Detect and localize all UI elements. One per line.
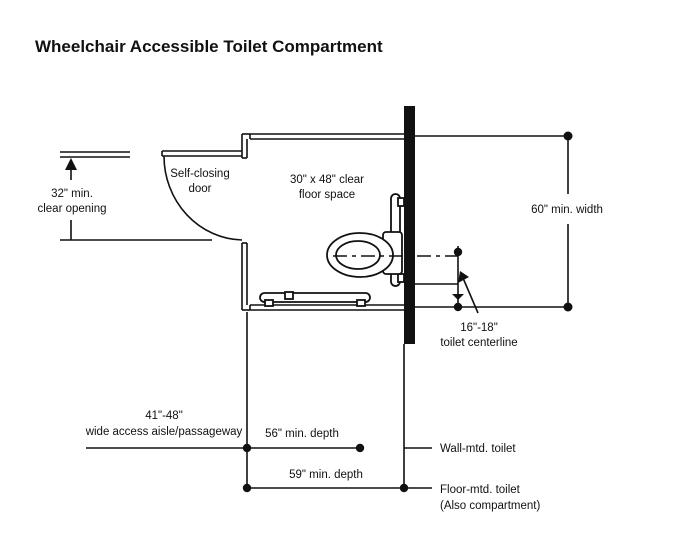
depth-59-label: 59" min. depth — [289, 469, 363, 481]
diagram-title: Wheelchair Accessible Toilet Compartment — [35, 37, 383, 56]
floor-toilet-label-1: Floor-mtd. toilet — [440, 484, 521, 496]
back-wall — [404, 106, 415, 344]
floor-toilet-label-2: (Also compartment) — [440, 500, 541, 512]
floor-space-label-1: 30" x 48" clear — [290, 174, 364, 186]
clear-opening-dimension — [60, 151, 212, 241]
aisle-label-1: 41"-48" — [145, 410, 183, 422]
door-label-2: door — [188, 183, 211, 195]
toilet — [326, 231, 403, 278]
depth-dimensions — [86, 312, 432, 493]
wall-toilet-label: Wall-mtd. toilet — [440, 443, 516, 455]
clear-opening-label-2: clear opening — [37, 203, 106, 215]
side-grab-bar — [259, 291, 371, 307]
door-label-1: Self-closing — [170, 168, 229, 180]
floor-space-label-2: floor space — [299, 189, 355, 201]
centerline-label-2: toilet centerline — [440, 337, 517, 349]
min-width-label: 60" min. width — [531, 204, 603, 216]
depth-56-label: 56" min. depth — [265, 428, 339, 440]
clear-opening-label-1: 32" min. — [51, 188, 93, 200]
aisle-label-2: wide access aisle/passageway — [85, 426, 243, 438]
centerline-label-1: 16"-18" — [460, 322, 498, 334]
width-dimension — [415, 131, 573, 312]
door — [161, 150, 243, 241]
compartment-walls — [241, 133, 404, 311]
